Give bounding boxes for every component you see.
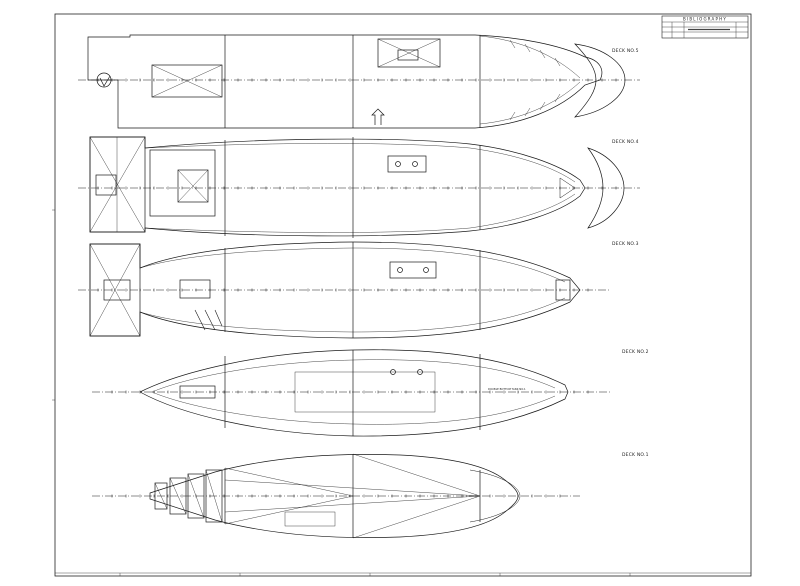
deck-3-label: DECK NO.3 [612, 241, 639, 247]
deck-4-label: DECK NO.4 [612, 139, 639, 145]
deck-1-label: DECK NO.1 [622, 452, 649, 458]
deck-4-plan: DECK NO.4 [89, 136, 639, 238]
deck-2-note: DOUBLE BOTTOM TANK NO.1 [488, 387, 526, 391]
deck-2-plan: DOUBLE BOTTOM TANK NO.1 DECK NO.2 [139, 349, 649, 437]
deck-5-label: DECK NO.5 [612, 48, 639, 54]
title-block: BIBLIOGRAPHY [661, 15, 749, 39]
title-block-header: BIBLIOGRAPHY [683, 17, 727, 22]
deck-5-plan: DECK NO.5 [87, 34, 639, 129]
deck-3-plan: DECK NO.3 [89, 241, 639, 339]
centerlines [78, 78, 640, 498]
drawing-frame [52, 13, 752, 577]
deck-1-plan: DECK NO.1 [149, 452, 649, 539]
deck-2-label: DECK NO.2 [622, 349, 649, 355]
